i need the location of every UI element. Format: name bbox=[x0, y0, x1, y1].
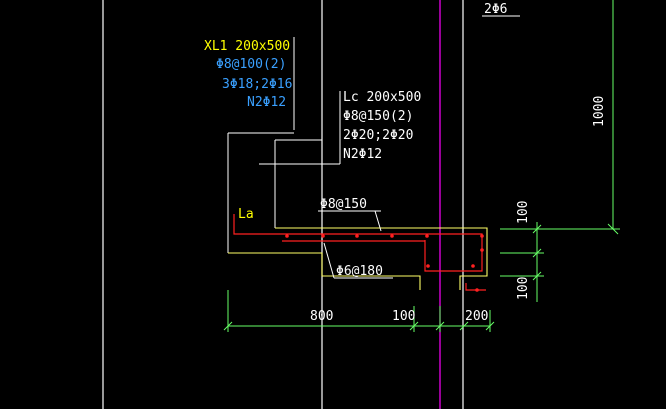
lc-stirrup: Φ8@150(2) bbox=[343, 109, 413, 124]
rebar-dot bbox=[321, 234, 325, 238]
la-label: La bbox=[238, 207, 254, 222]
slab-label-leaders bbox=[318, 210, 393, 279]
section-outline bbox=[228, 227, 488, 290]
bottom-dimension bbox=[223, 290, 495, 332]
xl1-stirrup: Φ8@100(2) bbox=[216, 57, 286, 72]
xl1-side-bars: N2Φ12 bbox=[247, 95, 286, 110]
dim-100-horizontal: 100 bbox=[392, 309, 415, 324]
lc-main-bars: 2Φ20;2Φ20 bbox=[343, 128, 413, 143]
rebar-dot bbox=[426, 264, 430, 268]
grid-lines bbox=[102, 0, 464, 409]
rebar-dots bbox=[285, 234, 484, 292]
dim-800: 800 bbox=[310, 309, 333, 324]
dim-100-vertical-bottom: 100 bbox=[516, 277, 531, 300]
right-dimension bbox=[537, 0, 620, 235]
lc-title: Lc 200x500 bbox=[343, 90, 421, 105]
rebar-dot bbox=[355, 234, 359, 238]
dim-100-vertical-top: 100 bbox=[516, 201, 531, 224]
rebar bbox=[233, 214, 486, 291]
rebar-dot bbox=[480, 234, 484, 238]
rebar-dot bbox=[390, 234, 394, 238]
dim-1000: 1000 bbox=[592, 96, 607, 127]
rebar-dot bbox=[285, 234, 289, 238]
xl1-leader bbox=[227, 37, 295, 253]
rebar-dot bbox=[425, 234, 429, 238]
xl1-title: XL1 200x500 bbox=[204, 39, 290, 54]
rebar-dot bbox=[480, 248, 484, 252]
slab-bottom-rebar-label: Φ6@180 bbox=[336, 264, 383, 279]
xl1-main-bars: 3Φ18;2Φ16 bbox=[222, 77, 292, 92]
slab-top-rebar-label: Φ8@150 bbox=[320, 197, 367, 212]
lc-side-bars: N2Φ12 bbox=[343, 147, 382, 162]
lc-leader bbox=[259, 91, 341, 228]
right-small-dimensions bbox=[500, 222, 544, 302]
dim-200: 200 bbox=[465, 309, 488, 324]
top-bar-label: 2Φ6 bbox=[484, 2, 507, 17]
rebar-dot bbox=[471, 264, 475, 268]
rebar-dot bbox=[475, 288, 479, 292]
